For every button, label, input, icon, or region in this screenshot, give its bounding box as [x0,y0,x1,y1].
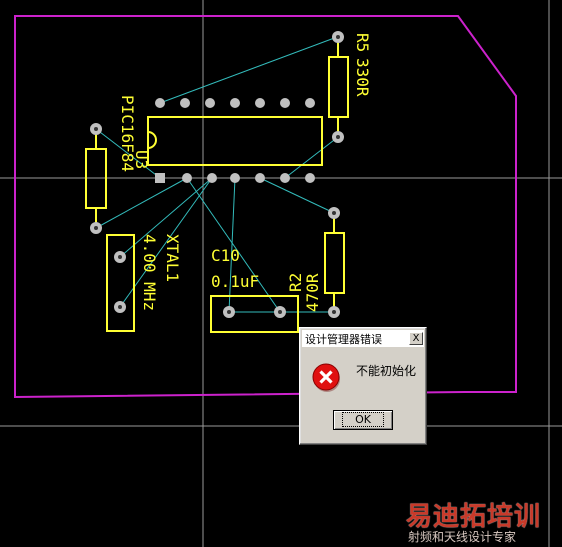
close-button[interactable]: X [409,332,423,345]
resistor-r2[interactable] [324,207,345,318]
ic-u3[interactable] [147,98,323,183]
error-dialog: 设计管理器错误 X 不能初始化 OK [299,327,427,445]
watermark-sub: 射频和天线设计专家 [408,530,517,544]
resistor-r5[interactable] [328,31,349,143]
board-outline [14,15,517,399]
xtal1-ref-label: XTAL1 [163,234,182,282]
watermark-main: 易迪拓培训 [406,502,542,532]
xtal1-value-label: 4.00 MHz [140,234,159,311]
crystal-xtal1[interactable] [106,234,135,332]
c10-ref-label: C10 [211,246,240,265]
ok-button-label: OK [342,412,384,427]
component-left-vertical[interactable] [85,123,107,234]
capacitor-c10[interactable] [210,295,299,333]
r2-ref-label: R2 [286,273,305,292]
ratsnest [95,36,339,313]
dialog-title: 设计管理器错误 [305,332,382,346]
r5-ref-label: R5 [353,33,372,52]
r5-value-label: 330R [353,58,372,97]
dialog-message: 不能初始化 [356,364,417,378]
watermark: 易迪拓培训 射频和天线设计专家 [406,496,562,547]
u3-ref-label: U3 [132,150,151,169]
ok-button[interactable]: OK [333,410,393,430]
r2-value-label: 470R [303,273,322,312]
c10-value-label: 0.1uF [211,272,259,291]
dialog-titlebar[interactable]: 设计管理器错误 X [302,330,424,347]
u3-value-label: PIC16F84 [118,95,137,172]
error-icon [312,363,340,392]
